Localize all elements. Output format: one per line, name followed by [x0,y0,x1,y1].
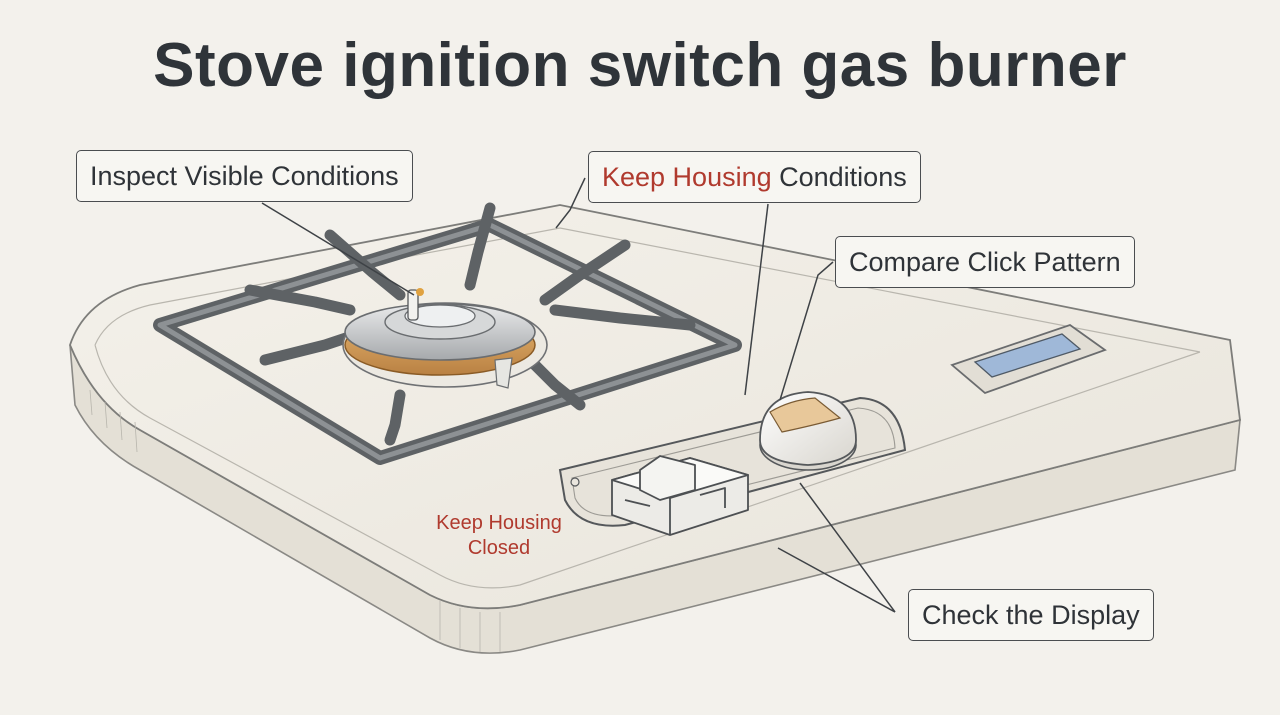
callout-check-display-label: Check the Display [922,600,1140,630]
callout-compare-click-pattern: Compare Click Pattern [835,236,1135,289]
leader-check-1 [799,482,896,613]
callout-keep-housing-red-label: Keep Housing [602,162,772,192]
cooktop [69,204,1241,654]
display-panel-icon [950,323,1107,395]
leader-compare [779,261,834,401]
leader-check-2 [777,547,896,613]
page-title: Stove ignition switch gas burner [153,31,1127,100]
leader-housing-down [744,203,769,396]
note-keep-housing-closed: Keep Housing Closed [418,511,580,561]
callout-compare-label: Compare Click Pattern [849,247,1121,277]
callout-inspect-visible-conditions: Inspect Visible Conditions [76,150,413,203]
leader-housing-left [555,177,586,229]
leader-inspect [261,202,415,296]
leader-lines [261,177,896,613]
control-knob-icon [759,391,857,471]
gas-burner-icon [342,288,548,389]
callout-keep-housing-rest-label: Conditions [771,162,907,192]
note-line-2: Closed [467,537,531,559]
callout-keep-housing-conditions: Keep Housing Conditions [588,151,921,204]
ignition-switch-icon [611,455,749,536]
callout-inspect-label: Inspect Visible Conditions [90,161,399,191]
callout-check-the-display: Check the Display [908,589,1154,642]
note-line-1: Keep Housing [436,512,562,534]
